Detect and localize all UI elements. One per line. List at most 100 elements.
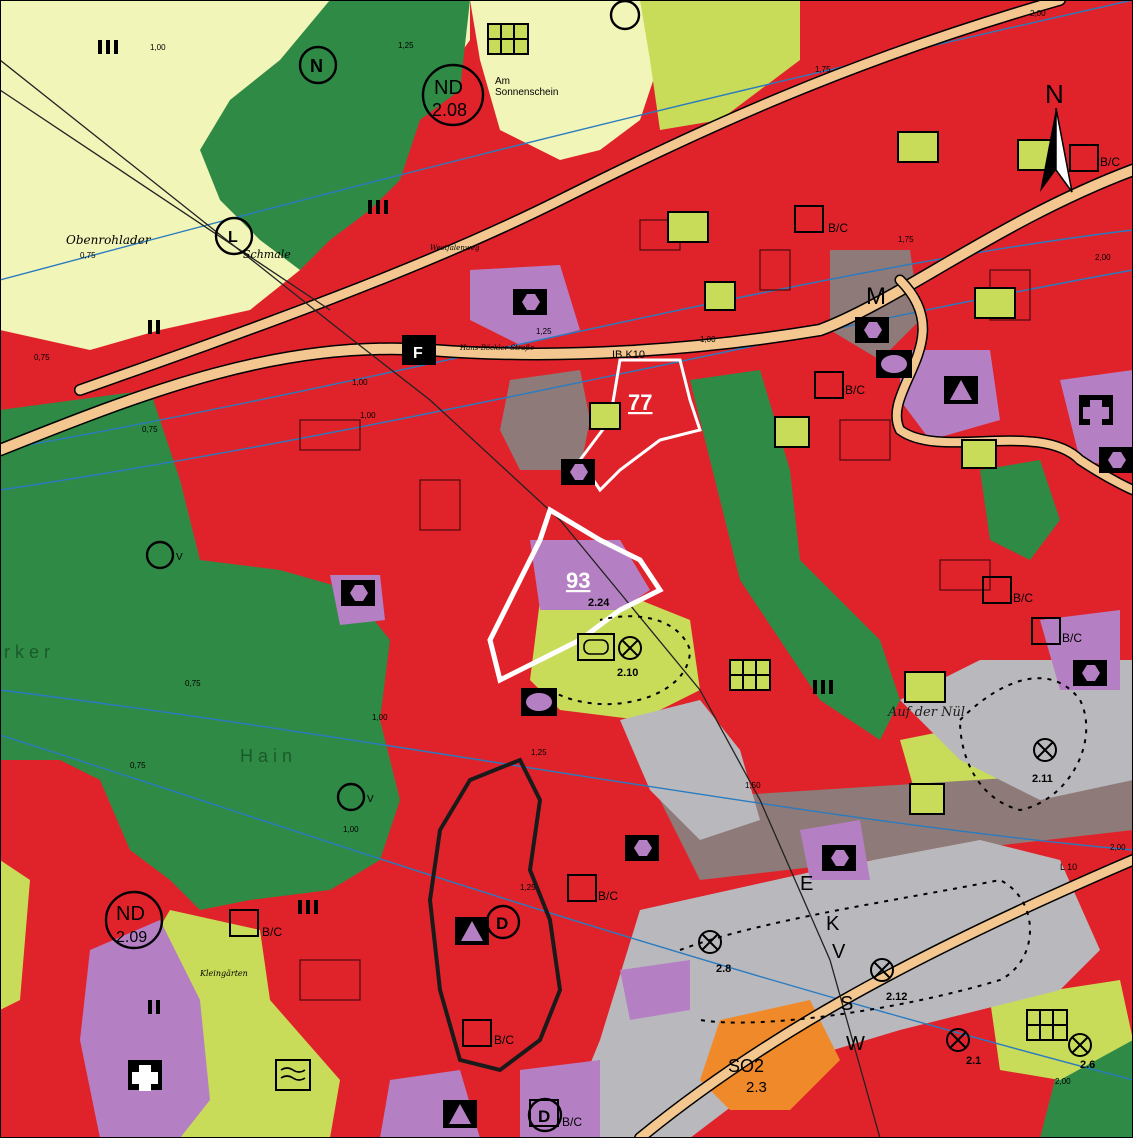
bc-label-5: B/C xyxy=(1062,631,1082,645)
place-schmale: Schmale xyxy=(243,248,291,261)
zone-d2-label: D xyxy=(538,1107,550,1126)
symbol-dotted-4 xyxy=(974,287,1016,319)
symbol-dotted-5 xyxy=(774,416,810,448)
contour-val-18: 1,25 xyxy=(520,883,536,892)
circle-nd-upper xyxy=(421,63,485,127)
circle-nd-lower xyxy=(104,890,164,950)
place-obenrohlader: Obenrohlader xyxy=(66,233,152,247)
symbol-hexagon-8 xyxy=(1099,447,1133,473)
railway-line-2 xyxy=(0,89,331,311)
building-3 xyxy=(299,419,361,451)
contour-val-3: 0,75 xyxy=(80,251,96,260)
code-2-11: 2.11 xyxy=(1032,773,1053,785)
marker-bar-5 xyxy=(298,900,318,914)
place-rker: r k e r xyxy=(4,642,50,662)
circle-l xyxy=(214,216,254,256)
zone-k-label: K xyxy=(826,913,840,935)
area-93-label[interactable]: 93 xyxy=(566,568,590,593)
contour-line-2 xyxy=(0,229,1133,451)
road-k10 xyxy=(0,165,1133,455)
symbol-hexagon-7 xyxy=(822,845,856,871)
circle-d-1 xyxy=(485,904,521,940)
building-4 xyxy=(419,479,461,531)
symbol-dotted-9 xyxy=(904,671,946,703)
contour-val-15: 1,00 xyxy=(372,713,388,722)
marker-bar-1 xyxy=(98,40,118,54)
symbol-dotted-10 xyxy=(909,783,945,815)
contour-line-4 xyxy=(0,689,1133,851)
bc-label-1: B/C xyxy=(828,221,848,235)
bc-labels: B/C B/C B/C B/C B/C B/C B/C B/C B/C xyxy=(262,155,1120,1129)
north-arrow-label: N xyxy=(1045,79,1064,109)
green-space-nw-corner xyxy=(0,860,30,1010)
mixed-use-south-strip xyxy=(660,770,1133,880)
contour-val-12: 2,00 xyxy=(1095,253,1111,262)
boundary-area-93[interactable] xyxy=(487,506,664,684)
bc-label-4: B/C xyxy=(1013,591,1033,605)
symbol-hexagon-4 xyxy=(855,317,889,343)
cx-marker-4 xyxy=(870,958,894,982)
symbol-hexagon-1 xyxy=(513,289,547,315)
place-auf-der-null: Auf der Nül xyxy=(887,705,965,720)
contour-val-14: 0,75 xyxy=(185,679,201,688)
building-5 xyxy=(939,559,991,591)
forest-edge-markers xyxy=(98,40,833,1014)
place-kleingarten: Kleingärten xyxy=(199,969,248,978)
cx-marker-2 xyxy=(1033,738,1057,762)
circled-x-markers xyxy=(618,636,1092,1057)
forest-strip xyxy=(980,460,1060,560)
building-6 xyxy=(299,959,361,1001)
marker-bar-2 xyxy=(368,200,388,214)
symbol-dotted-7 xyxy=(704,281,736,311)
contour-val-16: 1,00 xyxy=(343,825,359,834)
contour-line-5 xyxy=(0,734,1133,1081)
place-hain: H a i n xyxy=(240,746,292,766)
code-2-24: 2.24 xyxy=(588,597,610,609)
symbol-triangle-1 xyxy=(944,376,978,404)
nd-lower-code: 2.09 xyxy=(116,929,147,946)
road-ring xyxy=(892,276,1133,494)
circle-v-2 xyxy=(336,782,366,812)
bc-label-8: B/C xyxy=(494,1033,514,1047)
circle-n-top xyxy=(298,45,338,85)
symbol-bin-5 xyxy=(1031,617,1061,645)
road-north xyxy=(75,0,1065,395)
building-7 xyxy=(839,419,891,461)
contour-val-22: 2,00 xyxy=(1110,843,1126,852)
bc-label-2: B/C xyxy=(845,383,865,397)
symbol-bin-6 xyxy=(567,874,597,902)
symbol-fire-station xyxy=(402,335,436,365)
bc-label-6: B/C xyxy=(598,889,618,903)
zone-w-label: W xyxy=(846,1033,865,1055)
forest-west xyxy=(0,390,400,910)
contour-val-7: 0,75 xyxy=(142,425,158,434)
symbol-triangle-2 xyxy=(455,917,489,945)
cx-marker-6 xyxy=(1068,1033,1092,1057)
contour-val-1: 1,00 xyxy=(150,43,166,52)
boundary-area-77[interactable] xyxy=(578,358,702,493)
symbol-cross-1 xyxy=(1079,395,1113,426)
contour-val-20: 2,00 xyxy=(1055,1077,1071,1086)
noise-zone-2 xyxy=(958,677,1088,812)
area-77-label[interactable]: 77 xyxy=(628,390,652,415)
symbol-oval-1 xyxy=(876,350,912,378)
code-2-10: 2.10 xyxy=(617,667,638,679)
road-l10-label: L 10 xyxy=(1060,862,1077,872)
symbol-water xyxy=(275,1059,311,1091)
contour-val-9: 1,00 xyxy=(700,335,716,344)
road-l10 xyxy=(635,855,1133,1138)
symbol-sports-field xyxy=(577,633,615,661)
road-k10-label: IB K10 xyxy=(612,349,645,361)
v-label-2: V xyxy=(367,794,374,805)
contour-val-4: 0,75 xyxy=(34,353,50,362)
road-hans-boeckler-label: Hans-Böckler-Straße xyxy=(459,344,534,352)
contour-val-17: 1,25 xyxy=(531,748,547,757)
contour-val-19: 1,50 xyxy=(745,781,761,790)
commercial-area-south xyxy=(560,840,1100,1138)
facility-symbols xyxy=(128,23,1133,1128)
symbol-grid-3 xyxy=(1026,1009,1068,1041)
contour-val-6: 1,00 xyxy=(360,411,376,420)
contour-val-13: 2,00 xyxy=(1030,9,1046,18)
symbol-bin-4 xyxy=(982,576,1012,604)
